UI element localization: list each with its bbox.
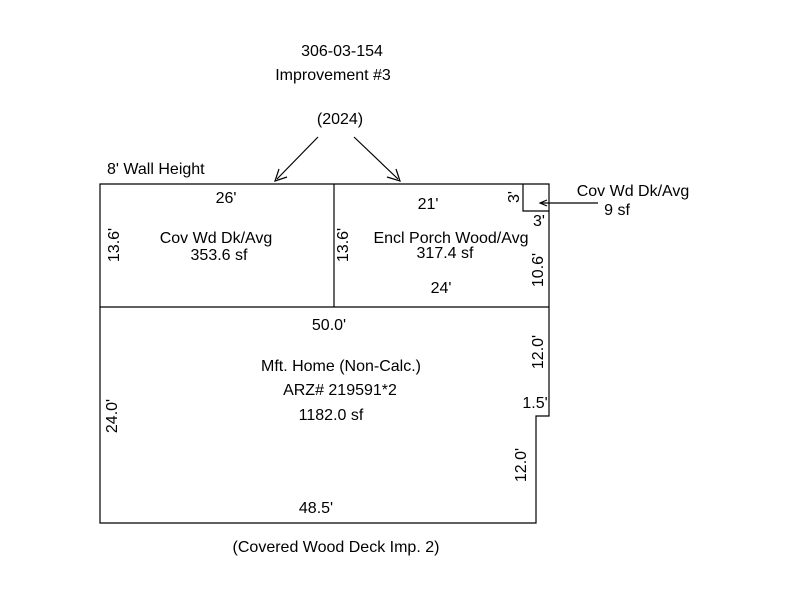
small-deck-label: Cov Wd Dk/Avg	[577, 183, 690, 200]
home-dim-left: 24.0'	[104, 399, 121, 433]
small-deck-dim-bottom: 3'	[533, 213, 545, 230]
small-deck-area: 9 sf	[604, 202, 630, 219]
porch-dim-top: 21'	[418, 196, 439, 213]
porch-area: 317.4 sf	[417, 245, 474, 262]
porch-label: Encl Porch Wood/Avg	[373, 230, 528, 247]
home-dim-top: 50.0'	[312, 317, 346, 334]
wall-height-note: 8' Wall Height	[107, 161, 205, 178]
home-dim-right-lower: 12.0'	[513, 448, 530, 482]
home-arz: ARZ# 219591*2	[283, 382, 397, 399]
home-dim-bottom: 48.5'	[299, 500, 333, 517]
porch-dim-right: 10.6'	[530, 253, 547, 287]
cov-deck-dim-top: 26'	[216, 190, 237, 207]
porch-dim-left: 13.6'	[335, 228, 352, 262]
arrow-left-head	[274, 168, 288, 182]
year-label: (2024)	[317, 111, 363, 128]
home-outline	[99, 307, 550, 524]
small-deck-outline	[522, 184, 549, 212]
arrow-right-head	[386, 168, 401, 182]
home-area: 1182.0 sf	[299, 407, 364, 424]
footer-note: (Covered Wood Deck Imp. 2)	[233, 539, 440, 556]
home-dim-right-upper: 12.0'	[530, 335, 547, 369]
arrow-left-line	[276, 136, 319, 180]
porch-dim-bottom: 24'	[431, 280, 452, 297]
cov-deck-label: Cov Wd Dk/Avg	[160, 230, 273, 247]
arrow-right-line	[353, 136, 399, 180]
improvement-title: Improvement #3	[275, 67, 391, 84]
cov-deck-dim-left: 13.6'	[106, 228, 123, 262]
small-deck-pointer-head	[538, 199, 548, 207]
cov-deck-area: 353.6 sf	[191, 247, 248, 264]
parcel-number: 306-03-154	[301, 43, 383, 60]
home-label: Mft. Home (Non-Calc.)	[261, 358, 421, 375]
home-dim-jog: 1.5'	[522, 395, 547, 412]
small-deck-dim-left: 3'	[506, 191, 523, 203]
